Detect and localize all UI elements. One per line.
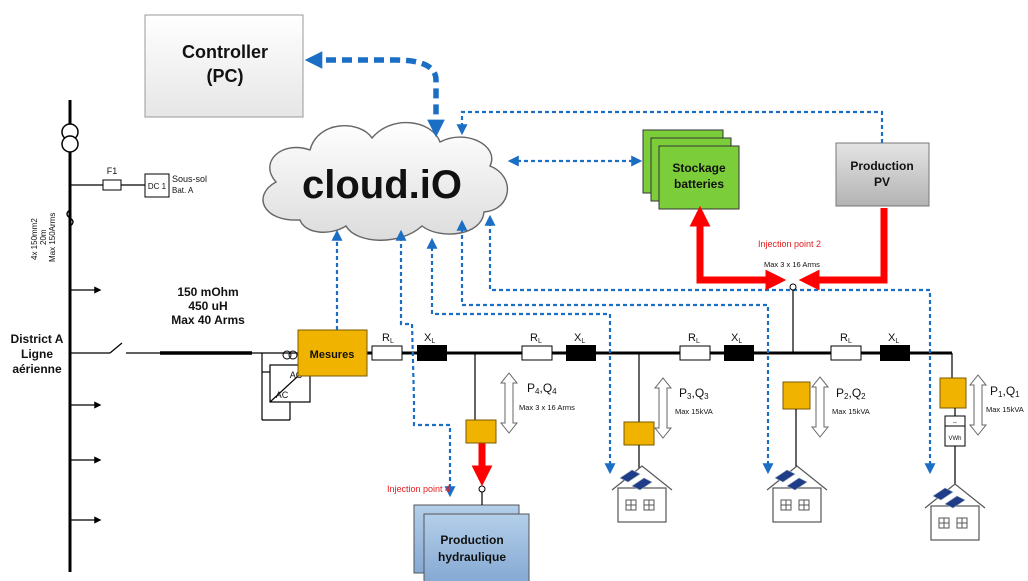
district-connection	[70, 342, 298, 355]
svg-text:Max 15kVA: Max 15kVA	[832, 407, 870, 416]
svg-text:Ligne: Ligne	[21, 347, 53, 361]
svg-text:RL: RL	[688, 332, 700, 345]
fuse-label: F1	[107, 166, 118, 176]
fuse-branch: F1 DC 1 Sous-sol Bat. A	[70, 166, 207, 198]
svg-text:Production: Production	[440, 533, 503, 547]
svg-text:Mesures: Mesures	[310, 349, 355, 361]
svg-text:PV: PV	[874, 175, 890, 189]
main-feeder	[68, 100, 102, 572]
node-3[interactable]: P3,Q3 Max 15kVA	[611, 353, 713, 523]
dc-building: Bat. A	[172, 186, 194, 195]
svg-text:hydraulique: hydraulique	[438, 550, 506, 564]
node-4[interactable]: P4,Q4 Max 3 x 16 Arms	[465, 372, 575, 444]
production-hydraulique-box[interactable]: Production hydraulique	[413, 504, 530, 581]
svg-text:District A: District A	[11, 332, 64, 346]
node-1[interactable]: P1,Q1 Max 15kVA ⇔ VWh	[924, 353, 1024, 541]
production-pv-box[interactable]: Production PV	[835, 142, 930, 207]
storage-batteries-box[interactable]: Stockage batteries	[642, 129, 740, 210]
svg-text:Max 3 x 16 Arms: Max 3 x 16 Arms	[519, 403, 575, 412]
svg-text:XL: XL	[888, 332, 899, 345]
node-2[interactable]: P2,Q2 Max 15kVA	[766, 376, 870, 523]
communication-links	[304, 51, 936, 498]
ac-top-label: AC	[290, 370, 303, 380]
svg-text:150 mOhm: 150 mOhm	[177, 285, 238, 299]
svg-text:20m: 20m	[39, 229, 48, 245]
svg-text:RL: RL	[382, 332, 394, 345]
svg-text:Max 3 x 16 Arms: Max 3 x 16 Arms	[764, 260, 820, 269]
svg-text:(PC): (PC)	[207, 66, 244, 86]
injection-point-2: Injection point 2 Max 3 x 16 Arms	[689, 205, 888, 353]
dc-location: Sous-sol	[172, 174, 207, 184]
svg-text:⇔: ⇔	[952, 420, 958, 426]
svg-text:Max 40 Arms: Max 40 Arms	[171, 313, 245, 327]
svg-text:Controller: Controller	[182, 42, 268, 62]
svg-text:XL: XL	[424, 332, 435, 345]
district-label: District A Ligne aérienne	[11, 332, 64, 376]
svg-text:RL: RL	[840, 332, 852, 345]
svg-text:450 uH: 450 uH	[188, 299, 227, 313]
svg-text:Max 15kVA: Max 15kVA	[986, 405, 1024, 414]
svg-text:Stockage: Stockage	[672, 161, 726, 175]
svg-text:XL: XL	[574, 332, 585, 345]
dc-label: DC 1	[148, 182, 167, 191]
svg-text:XL: XL	[731, 332, 742, 345]
svg-text:Production: Production	[850, 159, 913, 173]
impedance-labels: RL XL RL XL RL XL RL XL	[382, 332, 899, 345]
dc-box	[144, 173, 170, 198]
transformer-icon	[61, 123, 79, 153]
svg-text:P1,Q1: P1,Q1	[990, 384, 1020, 399]
cloud-label: cloud.iO	[302, 163, 462, 207]
svg-text:P3,Q3: P3,Q3	[679, 386, 709, 401]
svg-text:RL: RL	[530, 332, 542, 345]
svg-text:P2,Q2: P2,Q2	[836, 386, 866, 401]
svg-text:Max 150Arms: Max 150Arms	[48, 213, 57, 262]
svg-text:Injection point 2: Injection point 2	[758, 239, 821, 249]
mesures-box[interactable]: Mesures	[297, 329, 368, 377]
svg-text:batteries: batteries	[674, 177, 724, 191]
meter-label: VWh	[948, 436, 961, 442]
ac-bottom-label: AC	[276, 390, 289, 400]
svg-text:P4,Q4: P4,Q4	[527, 381, 557, 396]
line-parameters: 150 mOhm 450 uH Max 40 Arms	[171, 285, 245, 327]
cable-spec: 4x 150mm2 20m Max 150Arms	[30, 209, 74, 262]
svg-text:4x 150mm2: 4x 150mm2	[30, 218, 39, 260]
svg-text:Injection point 4: Injection point 4	[387, 484, 450, 494]
cloud-icon[interactable]: cloud.iO	[262, 122, 508, 241]
controller-box[interactable]: Controller (PC)	[144, 14, 304, 118]
svg-text:Max 15kVA: Max 15kVA	[675, 407, 713, 416]
svg-text:aérienne: aérienne	[12, 362, 62, 376]
